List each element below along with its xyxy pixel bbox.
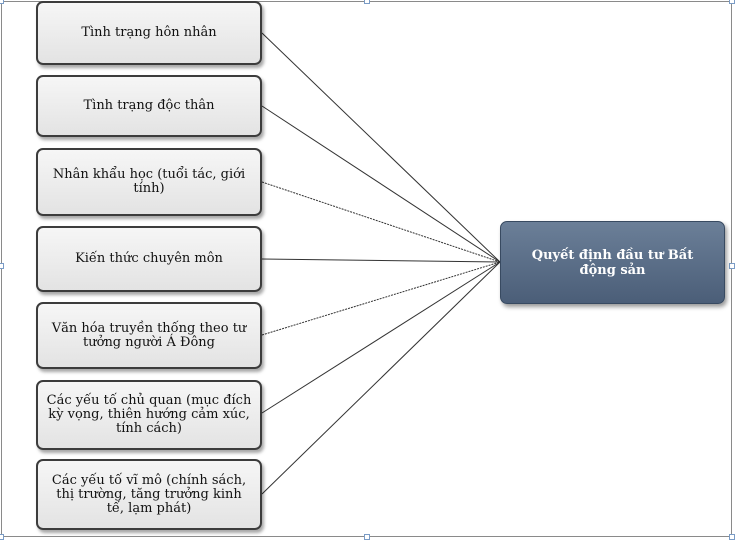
selection-handle-top-left[interactable]	[0, 0, 4, 4]
factor-single-status: Tình trạng độc thân	[36, 75, 262, 137]
connector-expertise	[261, 258, 501, 263]
factor-marital-status: Tình trạng hôn nhân	[36, 1, 262, 65]
selection-handle-bottom[interactable]	[364, 534, 370, 540]
selection-handle-bottom-left[interactable]	[0, 534, 4, 540]
factor-subjective: Các yếu tố chủ quan (mục đích kỳ vọng, t…	[36, 380, 262, 450]
factor-culture: Văn hóa truyền thống theo tư tưởng người…	[36, 302, 262, 369]
selection-handle-left[interactable]	[0, 263, 4, 269]
connector-marriage	[261, 32, 501, 263]
selection-handle-top[interactable]	[364, 0, 370, 4]
factor-demographics: Nhân khẩu học (tuổi tác, giới tính)	[36, 148, 262, 216]
connector-demographics	[261, 181, 501, 263]
connector-culture	[261, 261, 501, 336]
connector-macro	[261, 261, 501, 495]
target-investment-decision: Quyết định đầu tư Bất động sản	[500, 221, 725, 304]
connector-subjective	[261, 261, 501, 414]
factor-macro: Các yếu tố vĩ mô (chính sách, thị trường…	[36, 459, 262, 530]
connector-single	[261, 105, 501, 263]
factor-expertise: Kiến thức chuyên môn	[36, 226, 262, 292]
